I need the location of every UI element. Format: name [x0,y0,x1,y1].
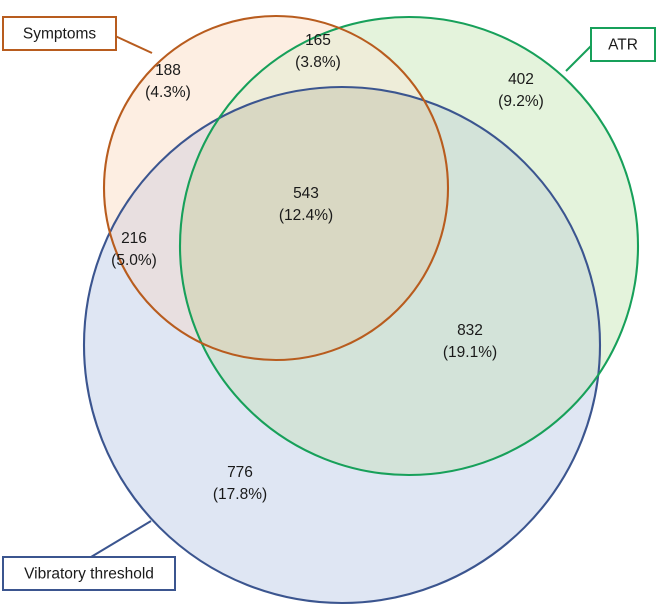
label-vibratory-only: 776 (17.8%) [213,464,267,503]
label-atr-only: 402 (9.2%) [498,71,544,110]
callout-symptoms[interactable]: Symptoms [2,16,153,54]
region-labels: 188 (4.3%) 165 (3.8%) 402 (9.2%) 543 (12… [111,32,544,503]
label-triple-pct: (12.4%) [279,207,333,224]
callout-atr[interactable]: ATR [565,27,656,72]
region-fill-triple [180,87,448,360]
label-symptoms-only-pct: (4.3%) [145,84,191,101]
callout-box-vibratory [2,556,176,591]
callout-leader-atr [565,45,592,72]
callout-label-atr: ATR [608,37,638,54]
label-symptoms-only: 188 (4.3%) [145,62,191,101]
label-symptoms-vibratory-pct: (5.0%) [111,252,157,269]
label-atr-only-pct: (9.2%) [498,93,544,110]
callout-leader-vibratory [90,520,152,558]
callout-label-symptoms: Symptoms [23,26,96,43]
label-atr-vibratory-pct: (19.1%) [443,344,497,361]
label-symptoms-atr-count: 165 [305,32,331,49]
region-fills [84,16,638,603]
set-circle-vibratory[interactable] [82,85,602,605]
set-outlines [82,14,640,605]
callout-box-symptoms [2,16,117,51]
callout-leader-symptoms [112,34,153,54]
label-symptoms-atr: 165 (3.8%) [295,32,341,71]
set-circle-atr[interactable] [178,15,640,477]
label-triple: 543 (12.4%) [279,185,333,224]
overlap-triple-outer [180,87,448,360]
label-vibratory-only-pct: (17.8%) [213,486,267,503]
callout-vibratory[interactable]: Vibratory threshold [2,520,176,591]
set-circle-symptoms[interactable] [102,14,450,362]
label-symptoms-only-count: 188 [155,62,181,79]
label-triple-count: 543 [293,185,319,202]
label-atr-vibratory-count: 832 [457,322,483,339]
label-atr-vibratory: 832 (19.1%) [443,322,497,361]
label-vibratory-only-count: 776 [227,464,253,481]
label-symptoms-atr-pct: (3.8%) [295,54,341,71]
callout-box-atr [590,27,656,62]
label-symptoms-vibratory: 216 (5.0%) [111,230,157,269]
label-symptoms-vibratory-count: 216 [121,230,147,247]
label-atr-only-count: 402 [508,71,534,88]
callout-label-vibratory: Vibratory threshold [24,566,154,583]
